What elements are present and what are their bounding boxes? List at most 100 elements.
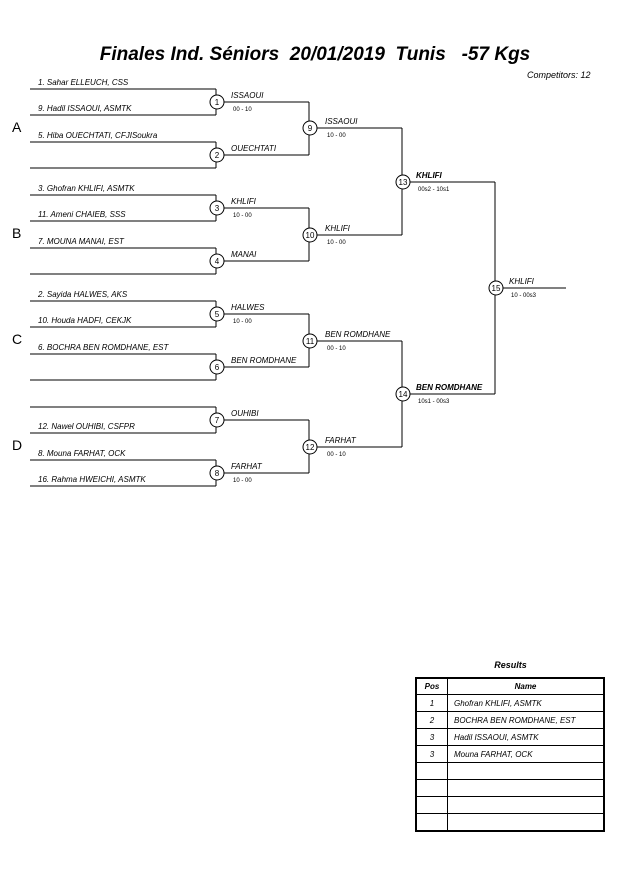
match-winner: KHLIFI <box>231 197 257 206</box>
table-row <box>415 813 605 832</box>
entrant-name: 3. Ghofran KHLIFI, ASMTK <box>38 184 135 193</box>
match-circle <box>209 306 225 322</box>
match-number: 15 <box>492 284 501 293</box>
match-circle <box>209 253 225 269</box>
match-winner: KHLIFI <box>509 277 535 286</box>
match-number: 3 <box>215 204 220 213</box>
entrant-name: 16. Rahma HWEICHI, ASMTK <box>38 475 146 484</box>
result-name <box>447 762 605 780</box>
table-row <box>415 762 605 780</box>
match-number: 5 <box>215 310 220 319</box>
match-winner: BEN ROMDHANE <box>325 330 391 339</box>
match-circle <box>209 359 225 375</box>
match-score: 10 - 00 <box>327 133 346 139</box>
entrant-name: 5. Hiba OUECHTATI, CFJISoukra <box>38 131 158 140</box>
match-score: 00 - 10 <box>327 452 346 458</box>
tournament-bracket: 1. Sahar ELLEUCH, CSS 9. Hadil ISSAOUI, A… <box>12 78 566 487</box>
match-score: 10s1 - 00s3 <box>418 399 450 405</box>
entrant-name: 9. Hadil ISSAOUI, ASMTK <box>38 104 132 113</box>
match-winner: OUECHTATI <box>231 144 277 153</box>
match-circle <box>302 120 318 136</box>
match-score: 10 - 00 <box>233 213 252 219</box>
match-score: 10 - 00 <box>233 478 252 484</box>
entrant-name: 12. Nawel OUHIBI, CSFPR <box>38 422 135 431</box>
match-number: 9 <box>308 124 313 133</box>
pool-label: A <box>12 119 22 135</box>
match-circle <box>209 147 225 163</box>
match-circle <box>302 439 318 455</box>
result-pos: 2 <box>415 711 448 729</box>
match-circle <box>395 386 411 402</box>
match-number: 12 <box>306 443 315 452</box>
match-winner: ISSAOUI <box>325 117 358 126</box>
entrant-name: 10. Houda HADFI, CEKJK <box>38 316 132 325</box>
match-circle <box>302 227 318 243</box>
pool-label: C <box>12 331 22 347</box>
match-circle <box>395 174 411 190</box>
result-pos <box>415 796 448 814</box>
match-number: 7 <box>215 416 220 425</box>
result-name <box>447 796 605 814</box>
match-number: 10 <box>306 231 315 240</box>
match-number: 2 <box>215 151 220 160</box>
match-number: 11 <box>306 337 315 346</box>
match-circle <box>209 465 225 481</box>
match-score: 10 - 00s3 <box>511 293 537 299</box>
match-number: 6 <box>215 363 220 372</box>
entrant-name: 6. BOCHRA BEN ROMDHANE, EST <box>38 343 170 352</box>
match-score: 10 - 00 <box>327 240 346 246</box>
match-winner: MANAI <box>231 250 257 259</box>
results-title: Results <box>494 660 527 670</box>
result-pos <box>415 762 448 780</box>
match-circle <box>209 412 225 428</box>
match-number: 14 <box>399 390 408 399</box>
results-header-name: Name <box>447 677 605 695</box>
match-winner: FARHAT <box>325 436 357 445</box>
result-pos <box>415 813 448 832</box>
page-title: Finales Ind. Séniors 20/01/2019 Tunis -5… <box>99 44 531 65</box>
competitors-count: Competitors: 12 <box>527 70 591 80</box>
match-winner: BEN ROMDHANE <box>416 383 483 392</box>
result-pos: 3 <box>415 728 448 746</box>
match-score: 00 - 10 <box>327 346 346 352</box>
entrant-name: 2. Sayida HALWES, AKS <box>37 290 128 299</box>
match-number: 8 <box>215 469 220 478</box>
result-name: Hadil ISSAOUI, ASMTK <box>447 728 605 746</box>
pool-label: B <box>12 225 21 241</box>
result-name <box>447 813 605 832</box>
result-name <box>447 779 605 797</box>
entrant-name: 1. Sahar ELLEUCH, CSS <box>38 78 129 87</box>
match-winner: FARHAT <box>231 462 263 471</box>
match-winner: OUHIBI <box>231 409 259 418</box>
entrant-name: 8. Mouna FARHAT, OCK <box>38 449 126 458</box>
table-row <box>415 796 605 814</box>
entrant-name: 11. Ameni CHAIEB, SSS <box>38 210 126 219</box>
entrant-name: 7. MOUNA MANAI, EST <box>38 237 125 246</box>
result-name: BOCHRA BEN ROMDHANE, EST <box>447 711 605 729</box>
result-pos <box>415 779 448 797</box>
match-winner: BEN ROMDHANE <box>231 356 297 365</box>
match-circle <box>488 280 504 296</box>
pool-label: D <box>12 437 22 453</box>
match-score: 00 - 10 <box>233 107 252 113</box>
result-pos: 3 <box>415 745 448 763</box>
match-score: 10 - 00 <box>233 319 252 325</box>
match-number: 1 <box>215 98 220 107</box>
result-name: Mouna FARHAT, OCK <box>447 745 605 763</box>
match-winner: HALWES <box>231 303 265 312</box>
result-pos: 1 <box>415 694 448 712</box>
match-winner: KHLIFI <box>325 224 351 233</box>
match-circle <box>302 333 318 349</box>
table-row <box>415 779 605 797</box>
match-winner: ISSAOUI <box>231 91 264 100</box>
match-number: 4 <box>215 257 220 266</box>
results-header-row: Pos Name <box>415 677 605 695</box>
match-score: 00s2 - 10s1 <box>418 187 450 193</box>
result-name: Ghofran KHLIFI, ASMTK <box>447 694 605 712</box>
match-circle <box>209 200 225 216</box>
